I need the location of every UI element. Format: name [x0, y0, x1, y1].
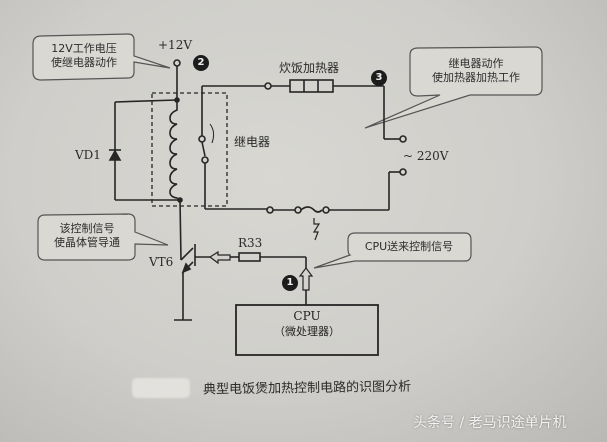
cpu-sublabel: （微处理器） [274, 325, 340, 338]
callout-relay-action: 继电器动作 使加热器加热工作 [414, 57, 538, 85]
diode-label: VD1 [75, 148, 101, 162]
badge-3: 3 [371, 70, 387, 86]
watermark: 头条号 / 老马识途单片机 [413, 415, 567, 431]
callout-line: 使继电器动作 [51, 56, 117, 69]
heater-label: 炊饭加热器 [279, 61, 340, 75]
badge-1: 1 [282, 275, 298, 291]
resistor-label: R33 [238, 236, 263, 250]
callout-line: CPU送来控制信号 [364, 240, 454, 253]
callout-transistor: 该控制信号 使晶体管导通 [41, 222, 133, 250]
callout-line: 继电器动作 [448, 57, 504, 70]
callout-12v: 12V工作电压 使继电器动作 [38, 42, 130, 70]
callout-line: 使加热器加热工作 [432, 71, 520, 84]
supply-voltage-label: +12V [158, 38, 192, 52]
transistor-label: VT6 [149, 255, 174, 269]
cpu-label: CPU [293, 309, 321, 323]
callout-line: 12V工作电压 [51, 42, 117, 55]
callout-line: 使晶体管导通 [54, 236, 120, 249]
redacted-figure-number [132, 378, 190, 398]
cpu-block: CPU （微处理器） [236, 308, 378, 340]
callout-cpu-signal: CPU送来控制信号 [350, 240, 468, 254]
badge-2: 2 [193, 55, 209, 71]
callout-line: 该控制信号 [59, 222, 115, 235]
figure-caption: 典型电饭煲加热控制电路的识图分析 [202, 379, 412, 398]
mains-voltage-label: ~ 220V [403, 149, 449, 163]
relay-label: 继电器 [234, 135, 271, 149]
